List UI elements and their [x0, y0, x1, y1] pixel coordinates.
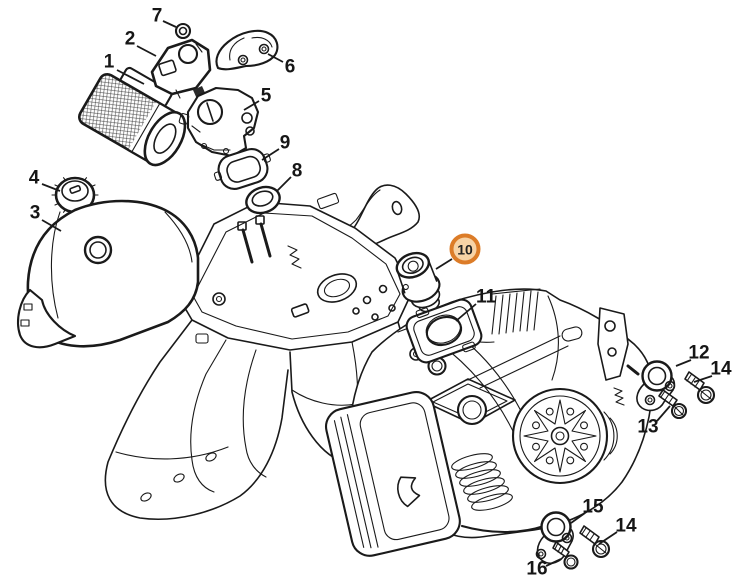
collar-nut — [174, 22, 192, 40]
callout-13[interactable]: 13 — [637, 416, 659, 438]
callout-1[interactable]: 1 — [103, 51, 115, 73]
leader-line-3 — [41, 219, 62, 232]
leader-line-1 — [116, 69, 145, 85]
callout-10-highlighted[interactable]: 10 — [449, 233, 481, 265]
callout-9[interactable]: 9 — [279, 132, 291, 154]
callout-8[interactable]: 8 — [291, 160, 303, 182]
leader-lines — [41, 20, 713, 567]
leader-line-14 — [598, 531, 618, 545]
callout-7[interactable]: 7 — [151, 5, 163, 27]
leader-line-2 — [136, 45, 157, 57]
carburetor — [178, 86, 260, 158]
leader-line-8 — [276, 176, 292, 192]
leader-line-9 — [261, 148, 280, 161]
leader-line-11 — [455, 303, 477, 322]
callout-14[interactable]: 14 — [710, 358, 732, 380]
callout-11[interactable]: 11 — [475, 286, 497, 308]
muffler — [325, 391, 461, 557]
callout-6[interactable]: 6 — [284, 56, 296, 78]
intake-manifold — [215, 29, 279, 71]
carburetor-gasket — [213, 148, 271, 190]
annular-buffer-upper — [636, 360, 676, 412]
callout-12[interactable]: 12 — [688, 342, 710, 364]
callout-5[interactable]: 5 — [260, 85, 272, 107]
intake-boot — [395, 251, 441, 313]
sealing-ring — [245, 185, 281, 215]
leader-line-4 — [41, 183, 61, 192]
tank-housing-assembly — [104, 184, 421, 521]
air-filter — [78, 66, 187, 167]
callout-3[interactable]: 3 — [29, 202, 41, 224]
leader-line-14 — [693, 375, 713, 383]
leader-line-7 — [162, 20, 177, 28]
callout-4[interactable]: 4 — [28, 167, 40, 189]
leader-line-16 — [545, 558, 562, 567]
leader-line-13 — [656, 405, 671, 422]
leader-line-6 — [267, 53, 284, 63]
screw-13 — [658, 389, 688, 420]
callout-16[interactable]: 16 — [526, 558, 548, 580]
callout-14[interactable]: 14 — [615, 515, 637, 537]
shroud-cover — [16, 199, 200, 349]
callout-2[interactable]: 2 — [124, 28, 136, 50]
leader-line-12 — [675, 359, 692, 367]
filter-base-bracket — [150, 38, 217, 105]
screw-14-lower — [579, 525, 611, 559]
leader-line-15 — [570, 512, 586, 524]
leader-line-10 — [435, 258, 453, 270]
callout-15[interactable]: 15 — [582, 496, 604, 518]
leader-line-5 — [243, 100, 260, 111]
screw-16 — [552, 541, 579, 570]
